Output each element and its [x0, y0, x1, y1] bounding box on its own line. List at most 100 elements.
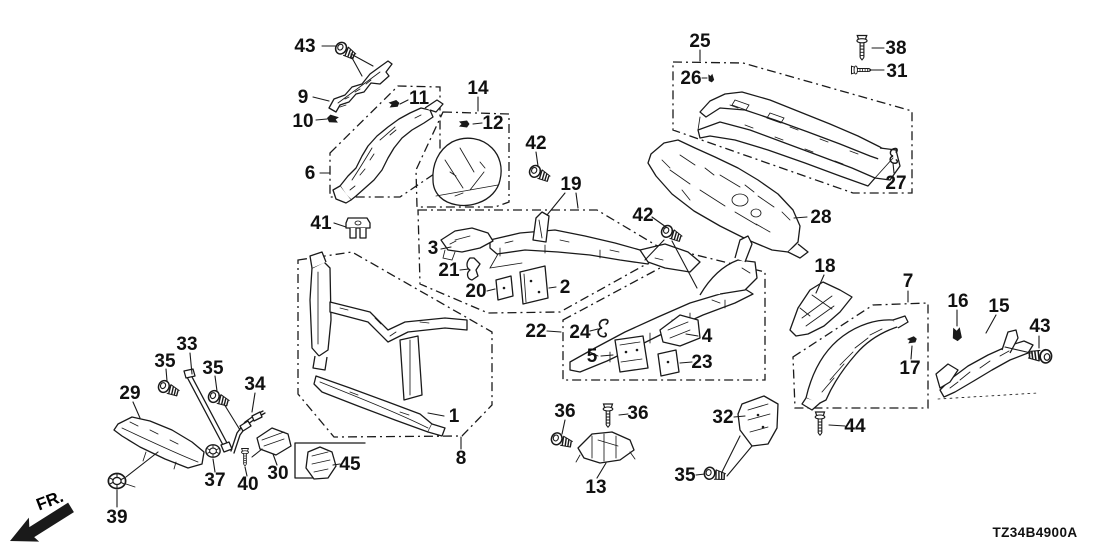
callout-19: 19: [560, 174, 581, 195]
callout-42a: 42: [525, 133, 546, 154]
callout-32: 32: [712, 407, 733, 428]
part-34-drawing: [230, 410, 266, 454]
arrow-icon: [10, 502, 74, 542]
tapping-screw-icon: [850, 65, 872, 75]
fr-direction-arrow: FR.: [10, 487, 74, 542]
group-box-45: [294, 442, 366, 479]
grommet-stem: [125, 483, 136, 488]
callout-37: 37: [204, 470, 225, 491]
retainer-clip-icon: [951, 327, 963, 342]
bracket-clip-icon: [345, 217, 371, 239]
callout-23: 23: [691, 352, 712, 373]
part-25-drawing: [697, 91, 901, 187]
callout-38: 38: [885, 38, 906, 59]
callout-41: 41: [310, 213, 332, 234]
callout-27: 27: [885, 173, 906, 194]
baseline-dots: [937, 392, 1039, 400]
callout-35b: 35: [202, 358, 224, 379]
part-13-drawing: [575, 431, 636, 464]
callout-35c: 35: [674, 465, 696, 486]
stud-bolt-icon: [814, 411, 826, 436]
part-15-drawing: [935, 329, 1034, 398]
callout-6: 6: [305, 163, 316, 184]
retainer-clip-icon: [388, 99, 401, 109]
callout-20: 20: [465, 281, 486, 302]
part-3-drawing: [440, 227, 494, 253]
callout-28: 28: [810, 207, 831, 228]
callout-35a: 35: [154, 351, 176, 372]
callout-21: 21: [438, 260, 460, 281]
callout-16: 16: [947, 291, 968, 312]
callout-1: 1: [449, 406, 460, 427]
diagram-code: TZ34B4900A: [992, 525, 1077, 540]
part-9-drawing: [328, 60, 393, 113]
flange-bolt-icon: [332, 39, 359, 63]
part-21-drawing: [466, 257, 481, 281]
hook-clamp-icon: [596, 317, 610, 338]
callout-4: 4: [702, 326, 713, 347]
callout-34: 34: [244, 374, 266, 395]
callout-18: 18: [814, 256, 835, 277]
callout-24: 24: [569, 322, 591, 343]
callout-13: 13: [585, 477, 606, 498]
part-5-drawing: [614, 335, 649, 373]
retainer-clip-icon: [459, 120, 470, 128]
part-18-drawing: [789, 281, 853, 337]
callout-45: 45: [339, 454, 361, 475]
callout-39: 39: [106, 507, 127, 528]
callout-17: 17: [899, 358, 920, 379]
callout-11: 11: [409, 88, 430, 109]
group-box-25: [672, 61, 913, 194]
callout-36b: 36: [627, 403, 648, 424]
callout-26: 26: [680, 68, 701, 89]
callout-40: 40: [237, 474, 258, 495]
retainer-clip-icon: [326, 114, 340, 124]
flange-bolt-icon: [1026, 347, 1053, 365]
callout-15: 15: [988, 296, 1010, 317]
callout-36a: 36: [554, 401, 575, 422]
group-box-19: [417, 209, 660, 314]
stud-bolt-icon: [602, 403, 614, 428]
grommet-nut-icon: [107, 472, 127, 490]
fastener-icons: [107, 34, 1053, 490]
flange-bolt-icon: [526, 162, 553, 185]
callout-2: 2: [560, 277, 571, 298]
part-1-drawing: [309, 251, 468, 437]
callout-7: 7: [903, 271, 914, 292]
flange-bolt-icon: [155, 378, 182, 400]
group-box-8: [297, 251, 493, 438]
callout-33: 33: [176, 334, 197, 355]
callout-8: 8: [456, 448, 467, 469]
part-32-drawing: [721, 395, 779, 477]
callout-3: 3: [428, 238, 439, 259]
callout-14: 14: [467, 78, 489, 99]
part-14-drawing: [432, 137, 502, 207]
group-box-6: [329, 85, 441, 198]
callout-30: 30: [267, 463, 288, 484]
callout-29: 29: [119, 383, 140, 404]
grommet-nut-icon: [205, 444, 221, 458]
retainer-clip-icon: [906, 335, 918, 345]
retainer-clip-icon: [707, 73, 715, 83]
part-22-drawing: [569, 235, 758, 377]
part-drawings: [113, 60, 1034, 480]
flange-bolt-icon: [205, 388, 232, 410]
callout-42b: 42: [632, 205, 653, 226]
callout-31: 31: [886, 61, 908, 82]
group-box-7: [792, 302, 929, 409]
callout-22: 22: [525, 321, 546, 342]
callout-44: 44: [844, 416, 866, 437]
callout-9: 9: [298, 87, 309, 108]
callout-25: 25: [689, 31, 711, 52]
leader-lines: [116, 45, 1040, 508]
stud-bolt-icon: [856, 34, 868, 61]
push-bolt-icon: [240, 448, 250, 467]
part-2-drawing: [519, 265, 549, 305]
callout-labels: 43 9 10 11 6 14 12 41 25 26 38 31 27 28 …: [106, 31, 1050, 528]
part-7-drawing: [801, 315, 909, 411]
part-28-drawing: [647, 139, 809, 259]
callout-5: 5: [587, 346, 598, 367]
callout-10: 10: [292, 111, 313, 132]
